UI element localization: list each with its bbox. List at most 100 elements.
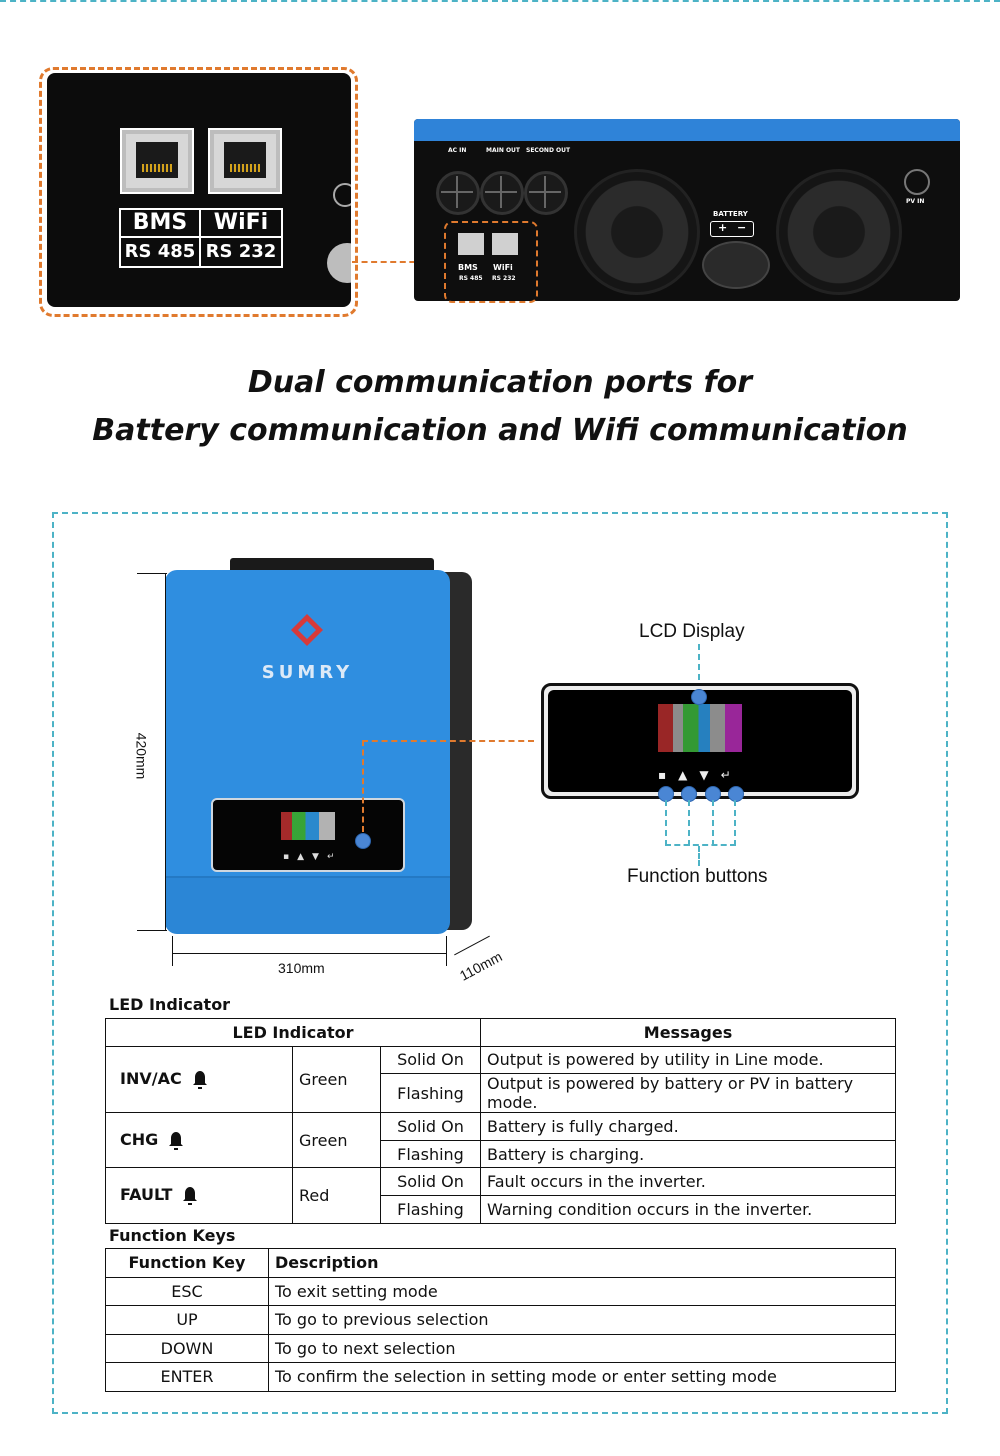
table-row: Flashing Output is powered by battery or… [106, 1073, 896, 1114]
led-message-cell: Warning condition occurs in the inverter… [480, 1194, 896, 1224]
pv-gland-icon [904, 169, 930, 195]
desc-cell: To go to next selection [268, 1333, 896, 1363]
width-dimension-line [172, 953, 447, 954]
ac-in-gland-icon [436, 171, 480, 215]
spec-section-frame [52, 512, 948, 1414]
header-messages: Messages [480, 1018, 896, 1047]
buttons-callout-line [712, 800, 714, 846]
width-label: 310mm [278, 960, 325, 976]
lcd-callout-line [698, 644, 700, 690]
mini-wifi-label: WiFi [493, 263, 513, 272]
table-row: ESC To exit setting mode [105, 1276, 896, 1306]
main-out-label: MAIN OUT [486, 147, 521, 154]
table-row: Flashing Warning condition occurs in the… [106, 1194, 896, 1224]
pv-in-label: PV IN [906, 198, 925, 205]
led-state-cell: Flashing [380, 1194, 481, 1224]
led-message-cell: Fault occurs in the inverter. [480, 1167, 896, 1196]
brand-logo-icon [291, 614, 323, 646]
key-cell: DOWN [105, 1333, 269, 1363]
led-name: FAULT [120, 1185, 173, 1205]
header-description: Description [268, 1248, 896, 1278]
led-color-cell: Green [292, 1045, 381, 1114]
led-state-cell: Solid On [380, 1167, 481, 1196]
led-name: INV/AC [120, 1069, 182, 1089]
inverter-back-top-cover [414, 119, 960, 141]
dim-tick [172, 936, 173, 966]
height-dimension-line [165, 573, 166, 930]
front-lcd-panel: ▪▲▼↵ [211, 798, 405, 872]
header-led-indicator: LED Indicator [105, 1018, 481, 1047]
led-name: CHG [120, 1130, 159, 1150]
ac-in-label: AC IN [448, 147, 467, 154]
table-row: Flashing Battery is charging. [106, 1139, 896, 1169]
mini-rs485-label: RS 485 [459, 275, 483, 282]
front-buttons-icon: ▪▲▼↵ [283, 852, 343, 862]
desc-cell: To exit setting mode [268, 1276, 896, 1306]
led-state-cell: Solid On [380, 1045, 481, 1075]
table-row: INV/AC Green Solid On Output is powered … [105, 1045, 896, 1114]
mini-port-highlight [444, 221, 538, 303]
second-out-label: SECOND OUT [526, 147, 571, 154]
lcd-display-label: LCD Display [639, 621, 745, 642]
function-keys-table: Function Key Description ESC To exit set… [105, 1248, 896, 1392]
desc-cell: To go to previous selection [268, 1305, 896, 1335]
battery-gland-icon [702, 241, 770, 289]
inverter-back-panel: AC IN MAIN OUT SECOND OUT BATTERY + − PV… [414, 119, 960, 301]
key-cell: UP [105, 1305, 269, 1335]
front-lcd-pointer-dot [355, 833, 371, 849]
bms-port-icon [120, 128, 194, 194]
brand-name: SUMRY [261, 662, 354, 683]
lcd-buttons-icon: ▪▲▼↵ [658, 768, 743, 782]
led-icon [192, 1070, 207, 1089]
port-zoom-outline [39, 67, 358, 317]
table-row: FAULT Red Solid On Fault occurs in the i… [105, 1167, 896, 1224]
battery-terminal-box: + − [710, 221, 754, 237]
function-buttons-label: Function buttons [627, 866, 768, 887]
led-state-cell: Flashing [380, 1073, 481, 1114]
mini-wifi-port-icon [492, 233, 518, 255]
ground-icon [333, 183, 351, 207]
height-label: 420mm [133, 732, 150, 780]
function-keys-title: Function Keys [109, 1226, 236, 1245]
led-name-cell: FAULT [105, 1167, 293, 1224]
table-row: UP To go to previous selection [105, 1305, 896, 1335]
led-color-cell: Green [292, 1112, 381, 1169]
port-zoom-panel: BMS WiFi RS 485 RS 232 [47, 73, 351, 307]
table-row: DOWN To go to next selection [105, 1333, 896, 1363]
table-row: CHG Green Solid On Battery is fully char… [105, 1112, 896, 1169]
lcd-readout [658, 704, 742, 752]
table-header-row: Function Key Description [105, 1248, 896, 1278]
led-color-cell: Red [292, 1167, 381, 1224]
fan-left-icon [574, 169, 700, 295]
buttons-callout-stem [698, 846, 700, 866]
wifi-port-icon [208, 128, 282, 194]
led-section-title: LED Indicator [109, 995, 231, 1014]
led-name-cell: CHG [105, 1112, 293, 1169]
second-out-gland-icon [524, 171, 568, 215]
desc-cell: To confirm the selection in setting mode… [268, 1362, 896, 1392]
key-cell: ENTER [105, 1362, 269, 1392]
key-cell: ESC [105, 1276, 269, 1306]
buttons-callout-line [688, 800, 690, 846]
rs232-label: RS 232 [199, 236, 283, 268]
top-divider [0, 0, 1000, 2]
buttons-callout-bracket [665, 800, 736, 846]
led-state-cell: Flashing [380, 1139, 481, 1169]
table-header-row: LED Indicator Messages [105, 1018, 896, 1047]
headline-line-2: Battery communication and Wifi communica… [92, 413, 908, 448]
mini-rs232-label: RS 232 [492, 275, 516, 282]
battery-plus: + [718, 221, 728, 234]
led-icon [169, 1131, 184, 1150]
headline-line-1: Dual communication ports for [247, 365, 753, 400]
fan-right-icon [776, 169, 902, 295]
battery-minus: − [737, 221, 747, 234]
led-indicator-table: LED Indicator Messages INV/AC Green Soli… [105, 1018, 896, 1224]
led-message-cell: Output is powered by utility in Line mod… [480, 1045, 896, 1075]
led-icon [183, 1186, 198, 1205]
header-function-key: Function Key [105, 1248, 269, 1278]
led-state-cell: Solid On [380, 1112, 481, 1141]
mini-bms-port-icon [458, 233, 484, 255]
enter-button-dot[interactable] [728, 786, 744, 802]
led-message-cell: Output is powered by battery or PV in ba… [480, 1073, 896, 1114]
dim-tick [137, 930, 167, 931]
